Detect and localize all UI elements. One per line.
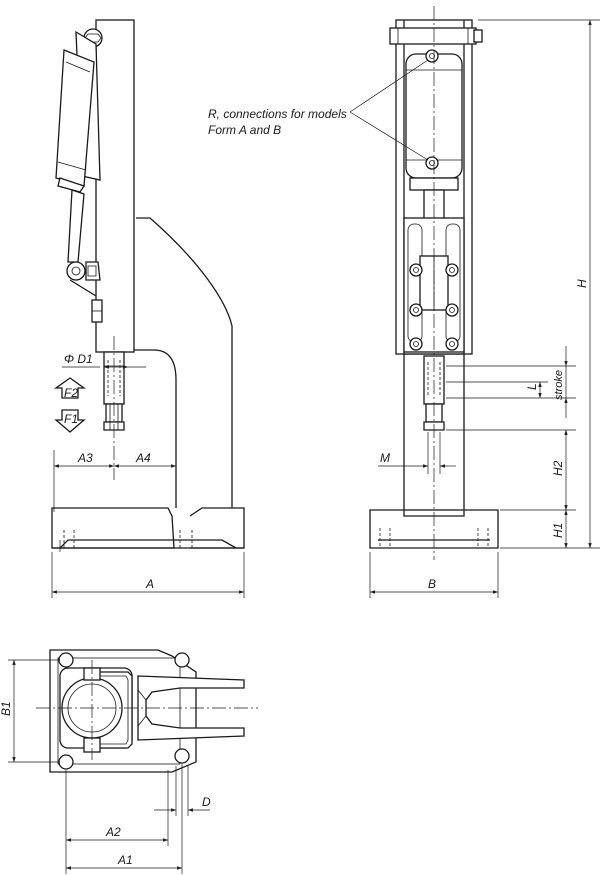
side-frame-throat	[132, 349, 177, 508]
hole-tl	[58, 652, 74, 668]
top-base-inner	[57, 657, 181, 765]
top-base-outer	[49, 649, 197, 773]
label-d1: Φ D1	[64, 352, 93, 366]
side-dimensions: Φ D1 F2 F1 A3 A4 A	[51, 352, 245, 598]
label-a4: A4	[135, 451, 151, 465]
hole-br	[174, 748, 190, 764]
bolt-1	[409, 263, 423, 277]
force-f1-arrow	[54, 409, 86, 433]
port-lower	[425, 156, 439, 170]
hole-bl	[58, 754, 74, 770]
side-frame-back	[136, 217, 233, 508]
side-view	[51, 19, 245, 552]
front-base	[369, 509, 499, 549]
label-h: H	[575, 279, 589, 288]
label-d: D	[202, 795, 211, 809]
side-column	[95, 19, 135, 353]
label-l: L	[525, 383, 539, 390]
force-f2-arrow	[53, 377, 87, 399]
top-cross-pin	[389, 27, 477, 45]
port-upper	[425, 49, 439, 63]
label-a1: A1	[117, 853, 133, 867]
side-base-foot	[59, 539, 237, 549]
bolt-6	[445, 337, 459, 351]
label-a2: A2	[105, 825, 121, 839]
bolt-3	[409, 303, 423, 317]
link-pivot	[66, 261, 86, 281]
front-view	[369, 6, 499, 560]
side-base-left	[51, 507, 175, 549]
connection-note: R, connections for models Form A and B	[208, 59, 429, 161]
label-a3: A3	[77, 451, 93, 465]
label-h1: H1	[551, 523, 565, 538]
label-f1: F1	[64, 412, 78, 426]
bolt-4	[445, 303, 459, 317]
label-m: M	[380, 451, 390, 465]
label-b: B	[428, 577, 436, 591]
bolt-5	[409, 337, 423, 351]
piston-rod	[67, 189, 85, 263]
note-line-2: Form A and B	[208, 123, 281, 137]
note-line-1: R, connections for models	[208, 107, 347, 121]
label-b1: B1	[0, 701, 13, 716]
hole-tr	[174, 652, 190, 668]
label-h2: H2	[551, 460, 565, 476]
top-view	[36, 649, 258, 773]
side-base-right	[189, 507, 245, 549]
top-dimensions: B1 D A2 A1	[0, 659, 211, 874]
bolt-2	[445, 263, 459, 277]
label-f2: F2	[64, 386, 78, 400]
front-dimensions: H H1 H2 L stroke M B	[369, 19, 600, 598]
label-stroke: stroke	[553, 370, 565, 400]
label-a: A	[145, 577, 154, 591]
